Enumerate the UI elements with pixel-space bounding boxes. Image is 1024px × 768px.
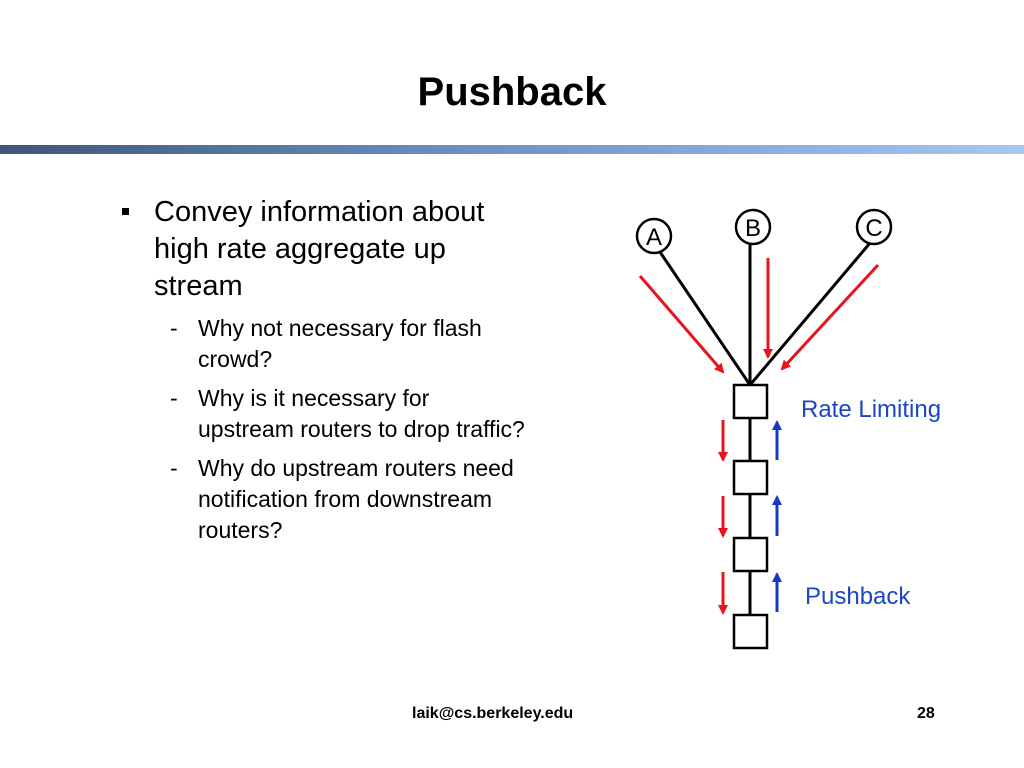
sub-bullet: - Why not necessary for flash crowd? <box>170 313 528 375</box>
bullet-list: Convey information about high rate aggre… <box>118 194 538 554</box>
sub-bullet: - Why is it necessary for upstream route… <box>170 383 528 445</box>
node-a: A <box>635 217 673 255</box>
router-box <box>732 536 769 573</box>
title-divider-bar <box>0 145 1024 154</box>
slide-title: Pushback <box>417 70 607 114</box>
node-c: C <box>855 208 893 246</box>
router-box <box>732 613 769 650</box>
router-box <box>732 383 769 420</box>
traffic-arrow <box>780 263 880 371</box>
pushback-label: Pushback <box>805 583 911 610</box>
router-box <box>732 459 769 496</box>
traffic-arrow <box>638 275 725 374</box>
link-c <box>748 242 872 386</box>
sub-bullet-text: Why is it necessary for upstream routers… <box>198 385 525 442</box>
sub-bullet-list: - Why not necessary for flash crowd? - W… <box>118 313 538 546</box>
node-c-label: C <box>865 215 882 242</box>
node-b-label: B <box>745 215 761 242</box>
main-bullet: Convey information about high rate aggre… <box>118 194 538 305</box>
rate-limiting-label: Rate Limiting <box>801 396 941 423</box>
link-a <box>658 251 752 386</box>
footer-email: laik@cs.berkeley.edu <box>412 705 574 722</box>
sub-bullet-text: Why not necessary for flash crowd? <box>198 315 482 372</box>
dash-marker: - <box>170 385 178 411</box>
sub-bullet: - Why do upstream routers need notificat… <box>170 453 528 546</box>
page-number: 28 <box>917 705 935 722</box>
dash-marker: - <box>170 455 178 481</box>
main-bullet-text: Convey information about high rate aggre… <box>154 196 485 302</box>
square-bullet-icon <box>122 208 129 215</box>
node-a-label: A <box>646 224 662 251</box>
node-b: B <box>734 208 772 246</box>
sub-bullet-text: Why do upstream routers need notificatio… <box>198 455 514 543</box>
dash-marker: - <box>170 315 178 341</box>
